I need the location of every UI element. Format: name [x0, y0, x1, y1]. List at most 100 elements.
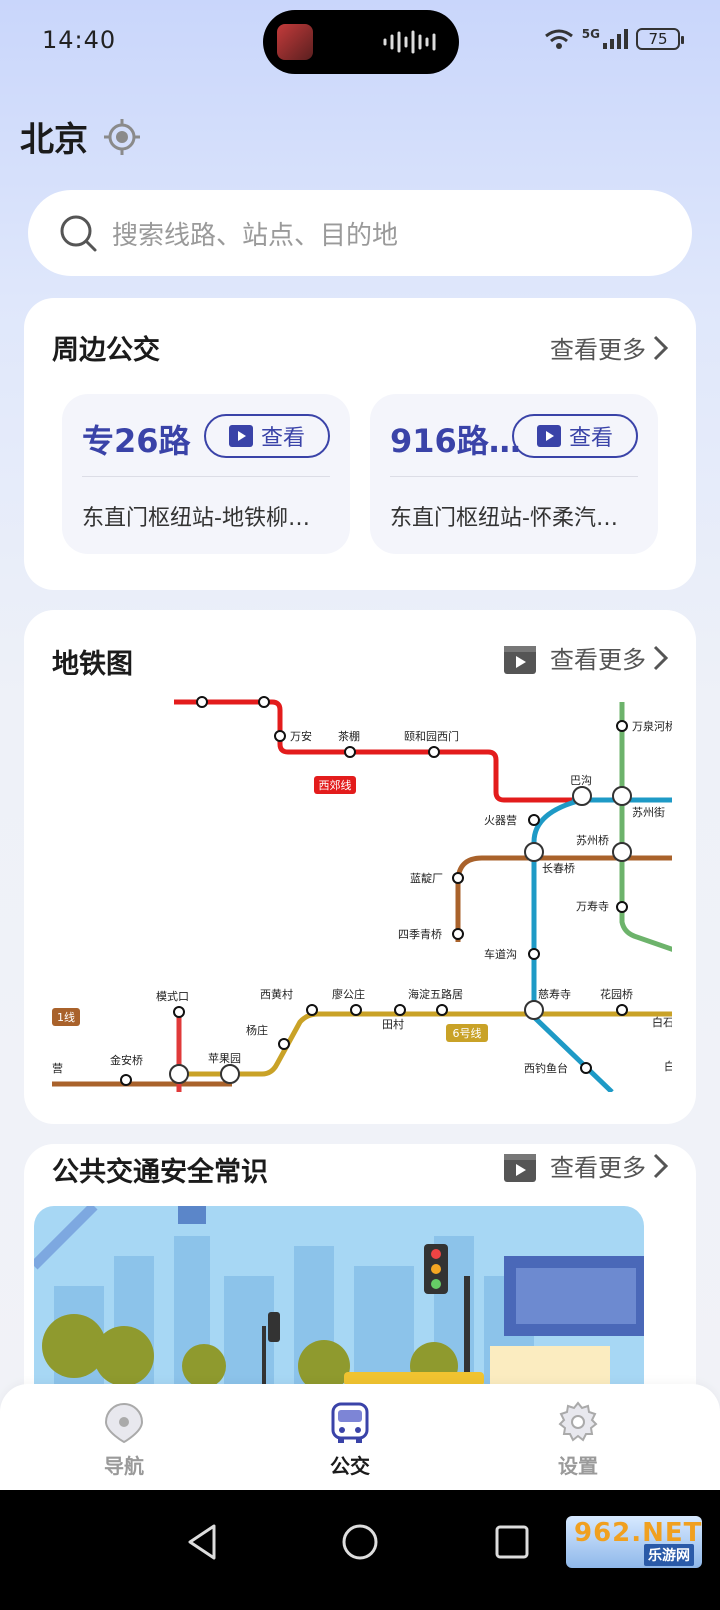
safety-title: 公共交通安全常识 — [52, 1157, 268, 1188]
video-icon — [504, 645, 536, 674]
watermark-top: 962.NET — [574, 1518, 703, 1548]
bus-route-card[interactable]: 专26路 查看 东直门枢纽站-地铁柳… — [62, 394, 350, 554]
station-label: 万泉河桥 — [632, 719, 672, 733]
app-thumbnail-icon — [277, 24, 313, 60]
gear-icon — [558, 1401, 598, 1442]
bus-route-stops: 东直门枢纽站-地铁柳… — [82, 506, 310, 531]
line1-label: 1线 — [57, 1010, 75, 1024]
nav-item-bus[interactable]: 公交 — [290, 1400, 410, 1479]
station-label: 苏州街 — [632, 805, 665, 819]
search-bar[interactable]: 搜索线路、站点、目的地 — [28, 190, 692, 276]
station-label: 茶棚 — [338, 729, 360, 743]
station-label: 花园桥 — [600, 988, 633, 1001]
station-label: 苏州桥 — [576, 834, 609, 847]
dynamic-island[interactable] — [263, 10, 459, 74]
divider — [82, 476, 330, 477]
station-label: 模式口 — [156, 990, 189, 1003]
search-icon — [60, 215, 97, 252]
bus-route-name: 916路… — [390, 422, 521, 460]
station-label: 苹果园 — [208, 1051, 241, 1065]
more-label: 查看更多 — [550, 336, 646, 364]
video-icon — [228, 425, 253, 447]
recents-icon[interactable] — [494, 1524, 530, 1560]
station-label: 廖公庄 — [332, 987, 365, 1001]
divider — [390, 476, 638, 477]
nav-label: 导航 — [104, 1454, 144, 1478]
chevron-right-icon — [653, 335, 669, 360]
station-label: 火器营 — [484, 813, 517, 827]
more-label: 查看更多 — [550, 1154, 646, 1182]
city-traffic-illustration — [34, 1206, 644, 1386]
video-icon — [504, 1153, 536, 1182]
nav-label: 公交 — [330, 1454, 370, 1478]
bus-route-stops: 东直门枢纽站-怀柔汽… — [390, 506, 618, 531]
station-label: 金安桥 — [110, 1053, 143, 1067]
city-selector[interactable]: 北京 — [20, 112, 142, 161]
status-icons: 5G 75 — [544, 27, 684, 50]
nav-item-navigation[interactable]: 导航 — [64, 1400, 184, 1479]
chevron-right-icon — [653, 1153, 669, 1178]
more-label: 查看更多 — [550, 646, 646, 674]
station-label: 西钓鱼台 — [524, 1061, 568, 1075]
line6 — [182, 1011, 672, 1077]
xijiao-line-label: 西郊线 — [319, 778, 352, 792]
metro-title: 地铁图 — [52, 649, 133, 680]
station-label: 杨庄 — [246, 1023, 268, 1037]
station-label: 蓝靛厂 — [410, 871, 443, 885]
view-route-button[interactable]: 查看 — [204, 414, 330, 458]
view-label: 查看 — [568, 426, 613, 451]
station-label: 慈寿寺 — [538, 987, 571, 1001]
safety-illustration[interactable] — [34, 1206, 644, 1386]
safety-more-link[interactable]: 查看更多 — [504, 1148, 670, 1183]
home-icon[interactable] — [340, 1522, 380, 1562]
nearby-bus-card: 周边公交 查看更多 专26路 查看 东直门枢纽站-地铁柳… 916路… 查看 东… — [24, 298, 696, 590]
view-label: 查看 — [260, 426, 305, 451]
nav-label: 设置 — [558, 1454, 598, 1478]
station-label: 长春桥 — [542, 862, 575, 875]
station-label: 田村 — [382, 1017, 404, 1031]
xijiao-line — [174, 699, 572, 803]
status-bar: 14:40 5G 75 — [0, 0, 720, 84]
bus-route-card[interactable]: 916路… 查看 东直门枢纽站-怀柔汽… — [370, 394, 658, 554]
line6-label: 6号线 — [453, 1026, 482, 1040]
city-name: 北京 — [20, 120, 88, 160]
station-label: 万寿寺 — [576, 899, 609, 913]
locate-icon[interactable] — [102, 117, 142, 157]
signal-icon — [603, 29, 628, 49]
station-label: 颐和园西门 — [404, 729, 459, 743]
search-input[interactable]: 搜索线路、站点、目的地 — [112, 220, 399, 251]
watermark-bottom: 乐游网 — [644, 1544, 694, 1566]
metro-card: 地铁图 查看更多 西郊线 — [24, 610, 696, 1124]
audio-wave-icon — [383, 30, 436, 54]
system-navigation-bar: 962.NET 乐游网 — [0, 1490, 720, 1610]
station-label: 海淀五路居 — [408, 987, 463, 1001]
network-type: 5G — [581, 27, 600, 41]
battery-indicator: 75 — [636, 28, 684, 50]
line10-south — [531, 797, 614, 1092]
metro-more-link[interactable]: 查看更多 — [504, 640, 670, 675]
chevron-right-icon — [653, 645, 669, 670]
view-route-button[interactable]: 查看 — [512, 414, 638, 458]
nearby-bus-more-link[interactable]: 查看更多 — [550, 330, 670, 365]
station-label: 四季青桥 — [398, 928, 442, 941]
metro-map[interactable]: 西郊线 6号线 1线 万安 茶棚 颐和园西门 巴沟 万泉河桥 苏州街 火器营 苏… — [52, 692, 672, 1092]
nav-item-settings[interactable]: 设置 — [518, 1400, 638, 1479]
station-label: 营 — [52, 1061, 63, 1075]
watermark-logo: 962.NET 乐游网 — [566, 1516, 702, 1568]
status-time: 14:40 — [42, 26, 117, 54]
bus-icon — [331, 1402, 369, 1443]
bus-route-name: 专26路 — [82, 422, 191, 460]
nearby-bus-title: 周边公交 — [52, 335, 160, 366]
station-label: 西黄村 — [260, 987, 293, 1001]
station-label: 车道沟 — [484, 947, 517, 961]
bottom-nav: 导航 公交 设置 — [0, 1384, 720, 1490]
station-label: 万安 — [290, 729, 312, 743]
station-label: 巴沟 — [570, 774, 592, 787]
wifi-icon — [544, 29, 573, 49]
station-label: 白石 — [652, 1015, 672, 1029]
green-line — [619, 702, 672, 952]
video-icon — [536, 425, 561, 447]
navigation-pin-icon — [104, 1402, 144, 1444]
station-label: 白 — [664, 1059, 672, 1073]
back-icon[interactable] — [184, 1522, 224, 1562]
